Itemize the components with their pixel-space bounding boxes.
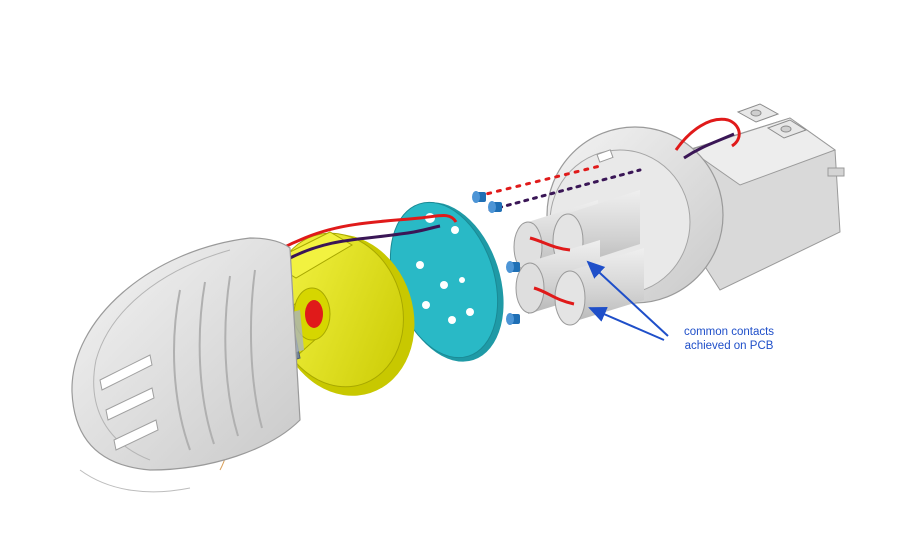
battery-cells [513,190,644,326]
arrow-icon [586,260,669,337]
screw [506,261,520,273]
screw [506,313,520,325]
pcb-disc [389,201,504,362]
arrow-icon [588,307,665,341]
screw [488,201,502,213]
common-contact-wire-top [529,236,571,252]
callout-text-line-2: achieved on PCB [684,340,774,352]
callout-text-line-1: common contacts [683,326,775,338]
terminal-blocks [736,103,808,139]
dotted-wires [476,117,741,212]
screw [472,191,486,203]
common-contact-wire-bottom [533,286,575,306]
nose-cone-housing [71,237,301,493]
mounting-screws [472,191,520,325]
yellow-holder [261,231,415,396]
battery-cell-bottom-right [554,248,644,326]
callout-arrows [586,260,669,341]
